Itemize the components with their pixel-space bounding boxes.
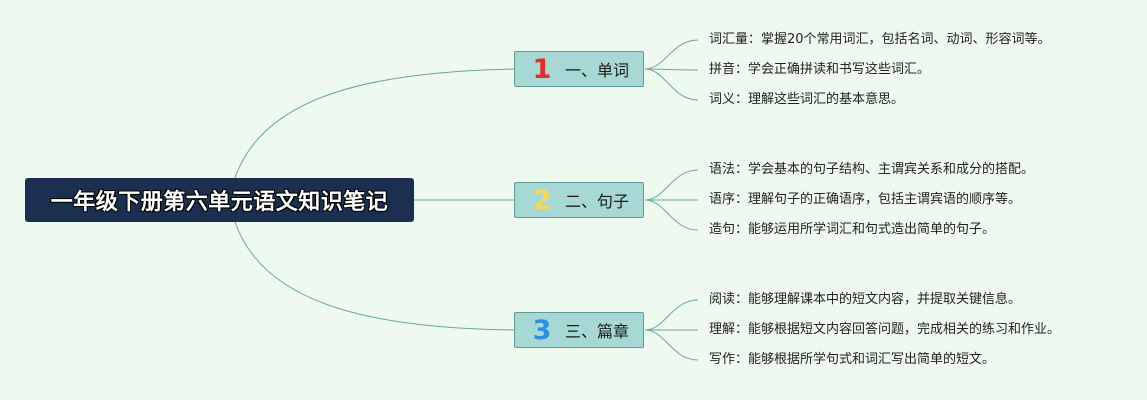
branch-1-to-item-2-line (644, 68, 699, 71)
leaf-item-grammar[interactable]: 语法：学会基本的句子结构、主谓宾关系和成分的搭配。 (709, 162, 1035, 177)
root-to-branch-1-line (234, 68, 515, 179)
branch-node-passages[interactable]: 3 三、篇章 (514, 312, 644, 348)
root-node[interactable]: 一年级下册第六单元语文知识笔记 (25, 178, 414, 222)
branch-3-to-item-1-line (644, 299, 699, 331)
branch-number-1: 1 (532, 53, 552, 85)
leaf-item-writing[interactable]: 写作：能够根据所学句式和词汇写出简单的短文。 (709, 352, 996, 367)
leaf-item-sentence-making[interactable]: 造句：能够运用所学词汇和句式造出简单的句子。 (709, 222, 996, 237)
root-to-branch-3-line (234, 221, 515, 331)
branch-number-2: 2 (532, 184, 552, 216)
leaf-item-vocabulary[interactable]: 词汇量：掌握20个常用词汇，包括名词、动词、形容词等。 (709, 32, 1051, 47)
leaf-item-reading[interactable]: 阅读：能够理解课本中的短文内容，并提取关键信息。 (709, 292, 1022, 307)
root-label: 一年级下册第六单元语文知识笔记 (50, 190, 389, 215)
leaf-item-word-order[interactable]: 语序：理解句子的正确语序，包括主谓宾语的顺序等。 (709, 192, 1022, 207)
branch-2-to-item-1-line (644, 169, 699, 201)
branch-number-3: 3 (532, 314, 552, 346)
branch-node-sentences[interactable]: 2 二、句子 (514, 182, 644, 218)
branch-2-to-item-3-line (644, 199, 699, 231)
branch-1-to-item-3-line (644, 68, 699, 101)
branch-label: 一、单词 (565, 61, 630, 80)
branch-label: 二、句子 (565, 192, 630, 211)
leaf-item-pinyin[interactable]: 拼音：学会正确拼读和书写这些词汇。 (709, 62, 931, 77)
branch-1-to-item-1-line (644, 39, 699, 70)
branch-3-to-item-3-line (644, 329, 699, 361)
leaf-item-comprehension[interactable]: 理解：能够根据短文内容回答问题，完成相关的练习和作业。 (709, 322, 1061, 337)
branch-label: 三、篇章 (565, 322, 630, 341)
branch-node-words[interactable]: 1 一、单词 (514, 51, 644, 87)
leaf-item-meaning[interactable]: 词义：理解这些词汇的基本意思。 (709, 92, 905, 107)
